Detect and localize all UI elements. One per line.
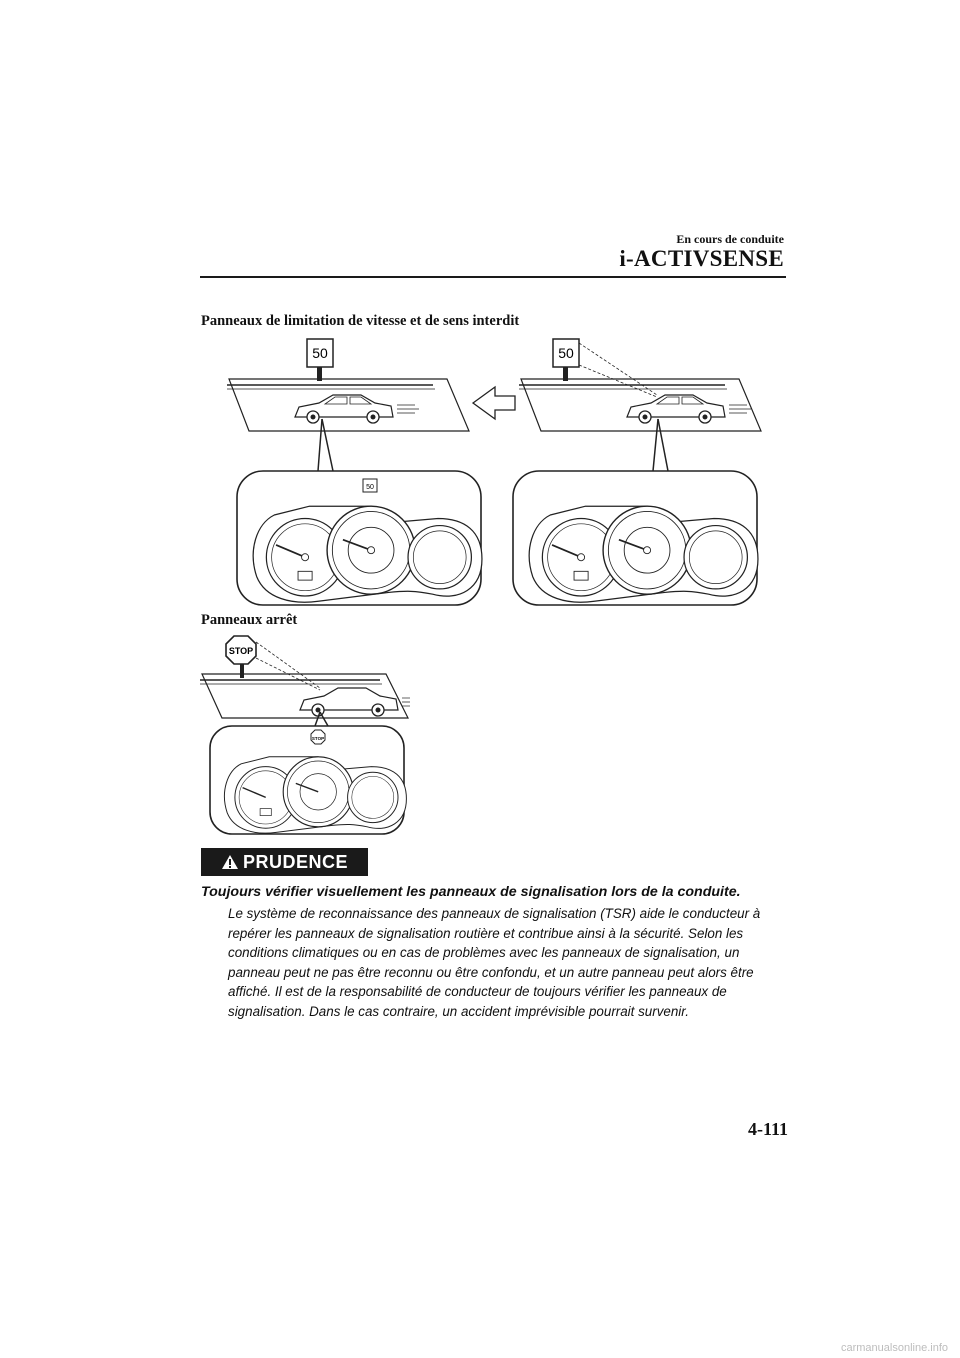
caution-body: Le système de reconnaissance des panneau… [228, 906, 761, 1019]
section-title-speed-limit: Panneaux de limitation de vitesse et de … [201, 313, 520, 329]
header-divider [200, 276, 786, 278]
caution-banner: PRUDENCE [201, 848, 368, 876]
page-number: 4-111 [747, 1119, 788, 1139]
chapter-title: i-ACTIVSENSE [619, 246, 784, 271]
speed-limit-illustration: 50 50 50 [227, 338, 762, 606]
cluster-stop-sign: STOP [312, 736, 324, 741]
section-title-stop: Panneaux arrêt [201, 612, 298, 628]
warning-icon [221, 855, 238, 869]
caution-heading: Toujours vérifier visuellement les panne… [201, 884, 741, 900]
cluster-speed-sign: 50 [366, 484, 374, 491]
watermark: carmanualsonline.info [840, 1342, 948, 1354]
speed-sign-text-2: 50 [558, 345, 574, 361]
caution-label: PRUDENCE [242, 851, 348, 872]
stop-sign-illustration: STOP STOP [200, 635, 410, 835]
chapter-subtitle: En cours de conduite [676, 232, 784, 246]
stop-sign-text: STOP [229, 646, 253, 656]
speed-sign-text: 50 [312, 345, 328, 361]
